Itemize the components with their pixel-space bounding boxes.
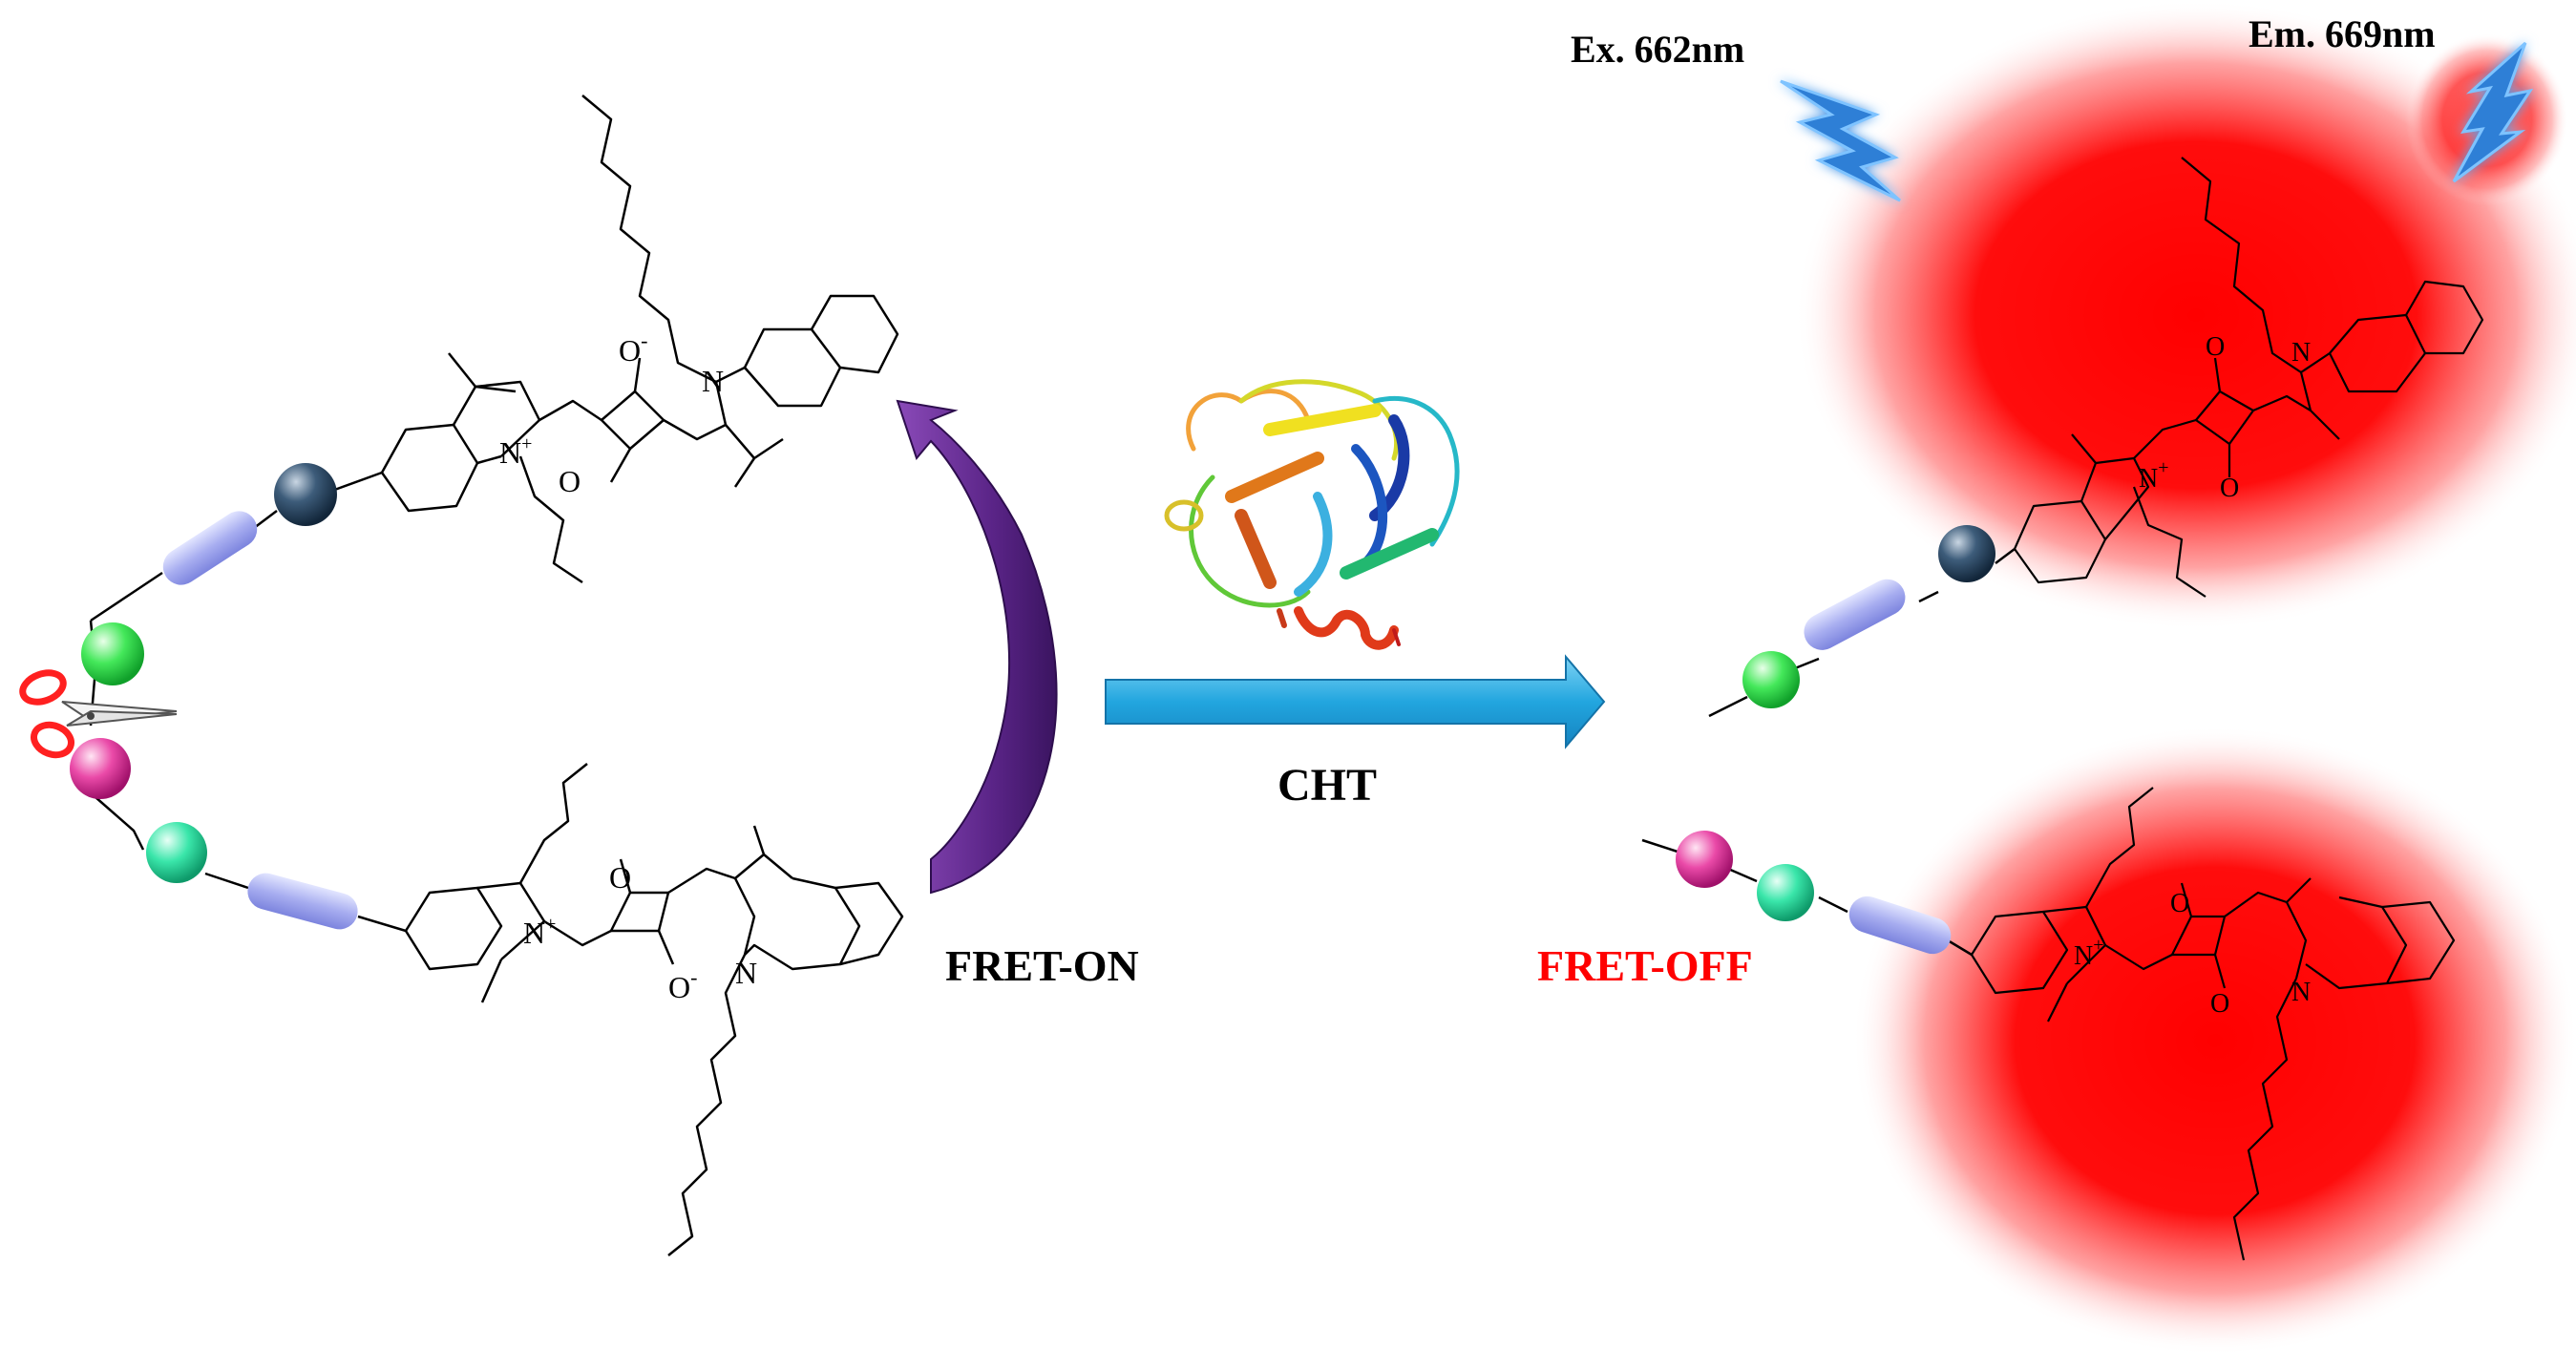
bead-pink: [1676, 831, 1733, 888]
squaraine-dye-upper-left: [380, 95, 899, 584]
cleaved-fragment-upper: N+ O O N: [1708, 157, 2484, 718]
lower-linker-chain: [70, 738, 358, 930]
atom-n-plus: N+: [2139, 457, 2169, 494]
atom-n: N: [735, 956, 757, 990]
fret-on-label: FRET-ON: [945, 941, 1139, 990]
protein-ribbon-icon: [1164, 379, 1460, 650]
bead-teal: [1757, 864, 1814, 921]
lightning-bolt-icon: [2452, 41, 2534, 183]
atom-n-plus: N+: [523, 914, 556, 950]
peptide-linker: [162, 511, 258, 585]
curved-fret-arrow: [896, 399, 1058, 895]
atom-o: O: [2170, 889, 2189, 918]
enzyme-label: CHT: [1277, 760, 1378, 811]
bead-green: [1742, 651, 1800, 708]
atom-o: O: [2210, 989, 2229, 1019]
atom-n: N: [2291, 978, 2311, 1007]
atom-o-minus: O-: [668, 965, 697, 1004]
squaraine-dye-lower-left: [404, 763, 904, 1256]
bead-green: [81, 622, 144, 685]
atom-o: O: [609, 860, 631, 895]
scissors-icon: [19, 669, 178, 759]
emission-bolt: [2452, 41, 2534, 183]
glow-upper: [1795, 0, 2576, 630]
fret-off-label: FRET-OFF: [1537, 941, 1753, 990]
bead-pink: [70, 738, 131, 799]
reaction-arrow: [1105, 654, 1606, 749]
atom-n-plus: N+: [2074, 935, 2104, 971]
excitation-bolt: [1780, 79, 1901, 202]
fluorescence-glows: [1795, 0, 2576, 1356]
peptide-linker: [247, 873, 358, 930]
peptide-linker: [1848, 896, 1952, 955]
peptide-linker: [1804, 579, 1906, 650]
upper-linker-chain: [81, 463, 337, 685]
atom-o-minus: O-: [619, 328, 647, 368]
cleaved-fragment-lower: N+ O O N: [1641, 787, 2456, 1261]
atom-n: N: [2291, 338, 2311, 368]
atom-n: N: [702, 364, 724, 398]
excitation-label: Ex. 662nm: [1571, 28, 1745, 71]
atom-o: O: [2220, 474, 2239, 503]
emission-label: Em. 669nm: [2249, 12, 2436, 55]
glow-lower: [1852, 726, 2576, 1356]
lightning-bolt-icon: [1780, 79, 1901, 202]
bead-dark-blue: [274, 463, 337, 526]
bead-teal: [146, 822, 207, 883]
atom-o: O: [559, 464, 581, 498]
atom-o: O: [2206, 332, 2225, 362]
atom-n-plus: N+: [499, 433, 532, 470]
bead-dark-blue: [1938, 525, 1995, 582]
